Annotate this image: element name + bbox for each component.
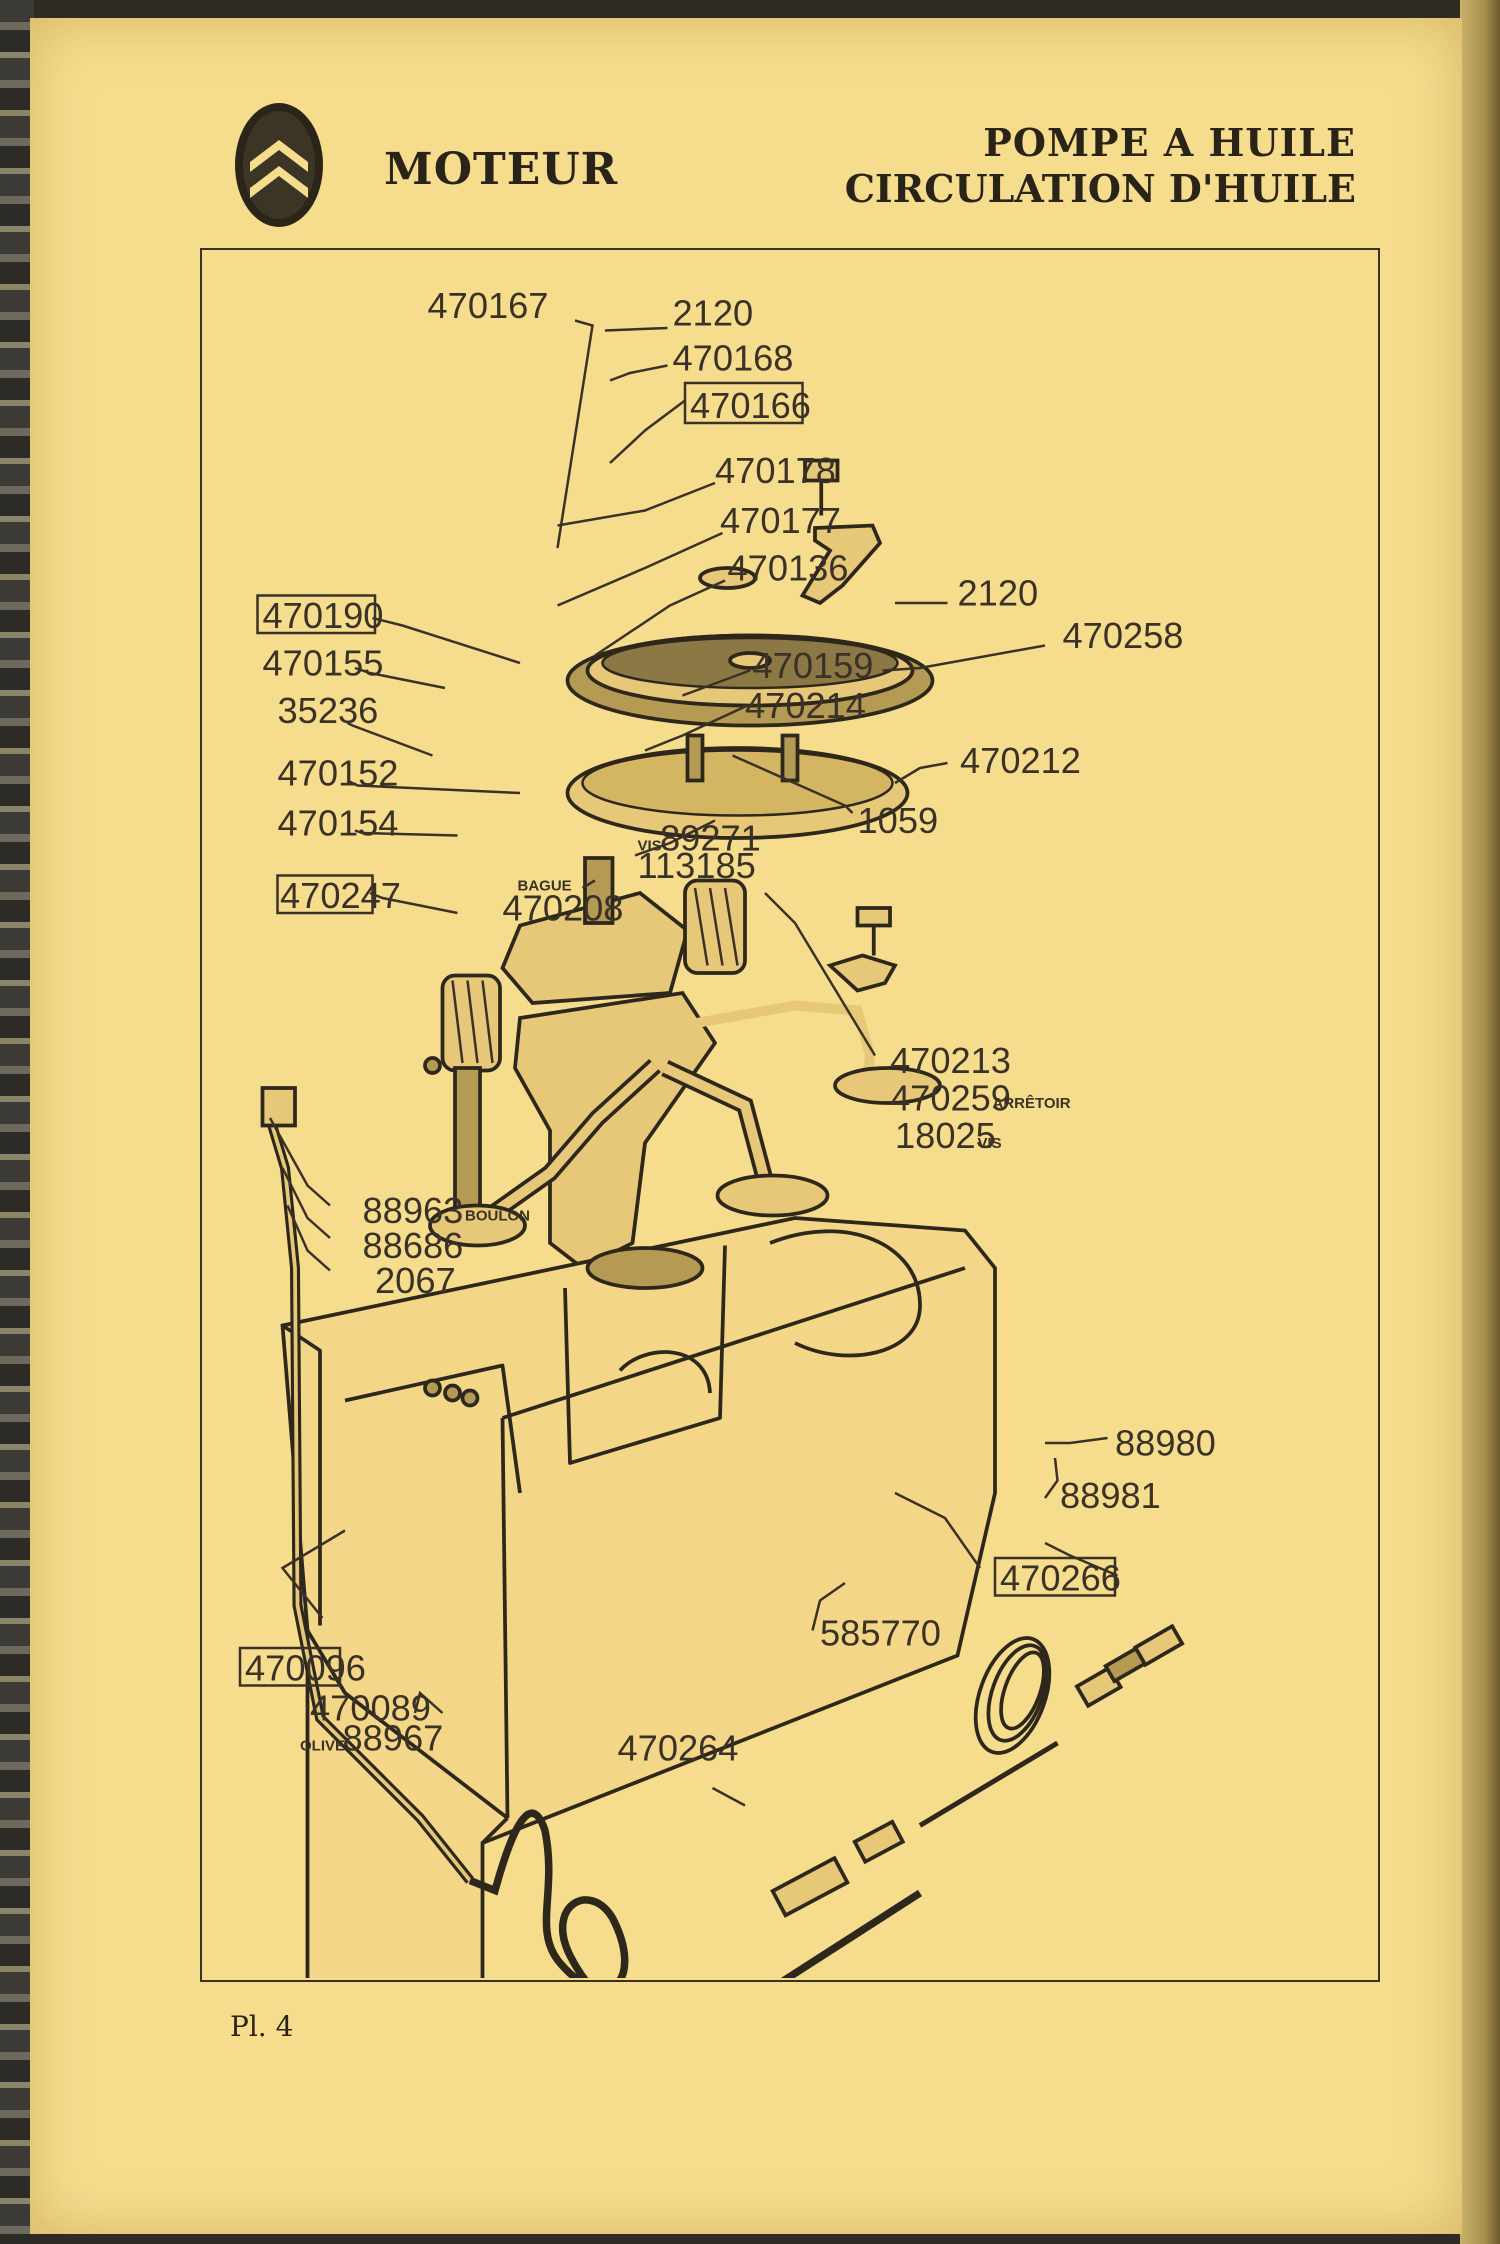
label-470213: 470213: [890, 1040, 1011, 1081]
plate-title-line2: CIRCULATION D'HUILE: [844, 166, 1356, 211]
label-470154: 470154: [278, 803, 399, 844]
label-585770: 585770: [820, 1613, 941, 1654]
book-binding-left: [0, 0, 34, 2244]
filter-cover-470166: [565, 633, 935, 728]
label-470166: 470166: [690, 385, 811, 426]
pump-cover-470190: [500, 890, 690, 1005]
label-89271: 89271: [660, 818, 761, 859]
strainer-470178: [565, 733, 910, 840]
label-113185: 113185: [638, 845, 756, 886]
label-470264: 470264: [618, 1728, 739, 1769]
section-title: MOTEUR: [384, 144, 619, 195]
label-vis: VIS: [638, 838, 662, 855]
label-88980: 88980: [1115, 1423, 1216, 1464]
label-470208: 470208: [503, 888, 624, 929]
coil-470266: [973, 1636, 1052, 1755]
label-470212: 470212: [960, 740, 1081, 781]
book-binding-right: [1460, 0, 1500, 2244]
label-470155: 470155: [263, 643, 384, 684]
drawing-layer: 470167 2120 470168 470166 470178 470177 …: [238, 285, 1216, 1978]
pump-body-470152: [513, 990, 718, 1271]
engine-block: [280, 1216, 997, 1978]
label-88981: 88981: [1060, 1475, 1161, 1516]
label-88686: 88686: [363, 1225, 464, 1266]
pin-35236: [423, 1056, 442, 1075]
label-470177: 470177: [720, 500, 841, 541]
label-470136: 470136: [728, 548, 849, 589]
washer-470167: [698, 566, 757, 590]
label-olive: OLIVE: [300, 1738, 345, 1755]
screw-2120-right: [855, 906, 892, 956]
label-470159: 470159: [753, 645, 874, 686]
label-470247: 470247: [280, 875, 401, 916]
label-470168: 470168: [673, 338, 794, 379]
plate-number: Pl. 4: [230, 2010, 294, 2043]
label-bague: BAGUE: [518, 878, 572, 895]
label-470190: 470190: [263, 595, 384, 636]
label-88967: 88967: [343, 1718, 444, 1759]
label-boulon: BOULON: [465, 1208, 530, 1225]
diagram-frame: [200, 248, 1380, 1982]
lock-plate-470258: [826, 953, 898, 993]
label-arretoir: ARRÊTOIR: [993, 1094, 1071, 1112]
label-88963: 88963: [363, 1190, 464, 1231]
label-470178: 470178: [715, 450, 836, 491]
capillary-470266: [918, 1740, 1059, 1828]
label-470258: 470258: [1063, 615, 1184, 656]
label-470259: 470259: [890, 1078, 1011, 1119]
union-88980: [1074, 1623, 1185, 1709]
label-470152: 470152: [278, 753, 399, 794]
bracket-470168: [799, 523, 883, 606]
label-470167: 470167: [428, 285, 549, 326]
screw-2120-top: [803, 458, 840, 516]
label-vis-2: VIS: [978, 1135, 1002, 1152]
gauge-line-470264: [468, 1809, 923, 1978]
gear-470136: [683, 878, 747, 975]
label-470214: 470214: [745, 685, 866, 726]
citroen-logo: [235, 103, 323, 227]
label-2067: 2067: [375, 1260, 456, 1301]
flange-470213: [715, 1173, 830, 1218]
label-2120-right: 2120: [958, 573, 1039, 614]
union-585770: [770, 1855, 850, 1918]
label-1059: 1059: [858, 800, 939, 841]
flange-470212: [833, 1066, 942, 1105]
label-2120-top: 2120: [673, 293, 754, 334]
label-470266: 470266: [1000, 1558, 1121, 1599]
exploded-parts-diagram: 470167 2120 470168 470166 470178 470177 …: [238, 285, 1216, 1978]
label-470096: 470096: [245, 1648, 366, 1689]
label-470089: 470089: [310, 1688, 431, 1729]
label-18025: 18025: [895, 1115, 996, 1156]
plate-title-line1: POMPE A HUILE: [983, 120, 1356, 165]
label-35236: 35236: [278, 690, 379, 731]
flange-470247: [428, 1203, 527, 1248]
